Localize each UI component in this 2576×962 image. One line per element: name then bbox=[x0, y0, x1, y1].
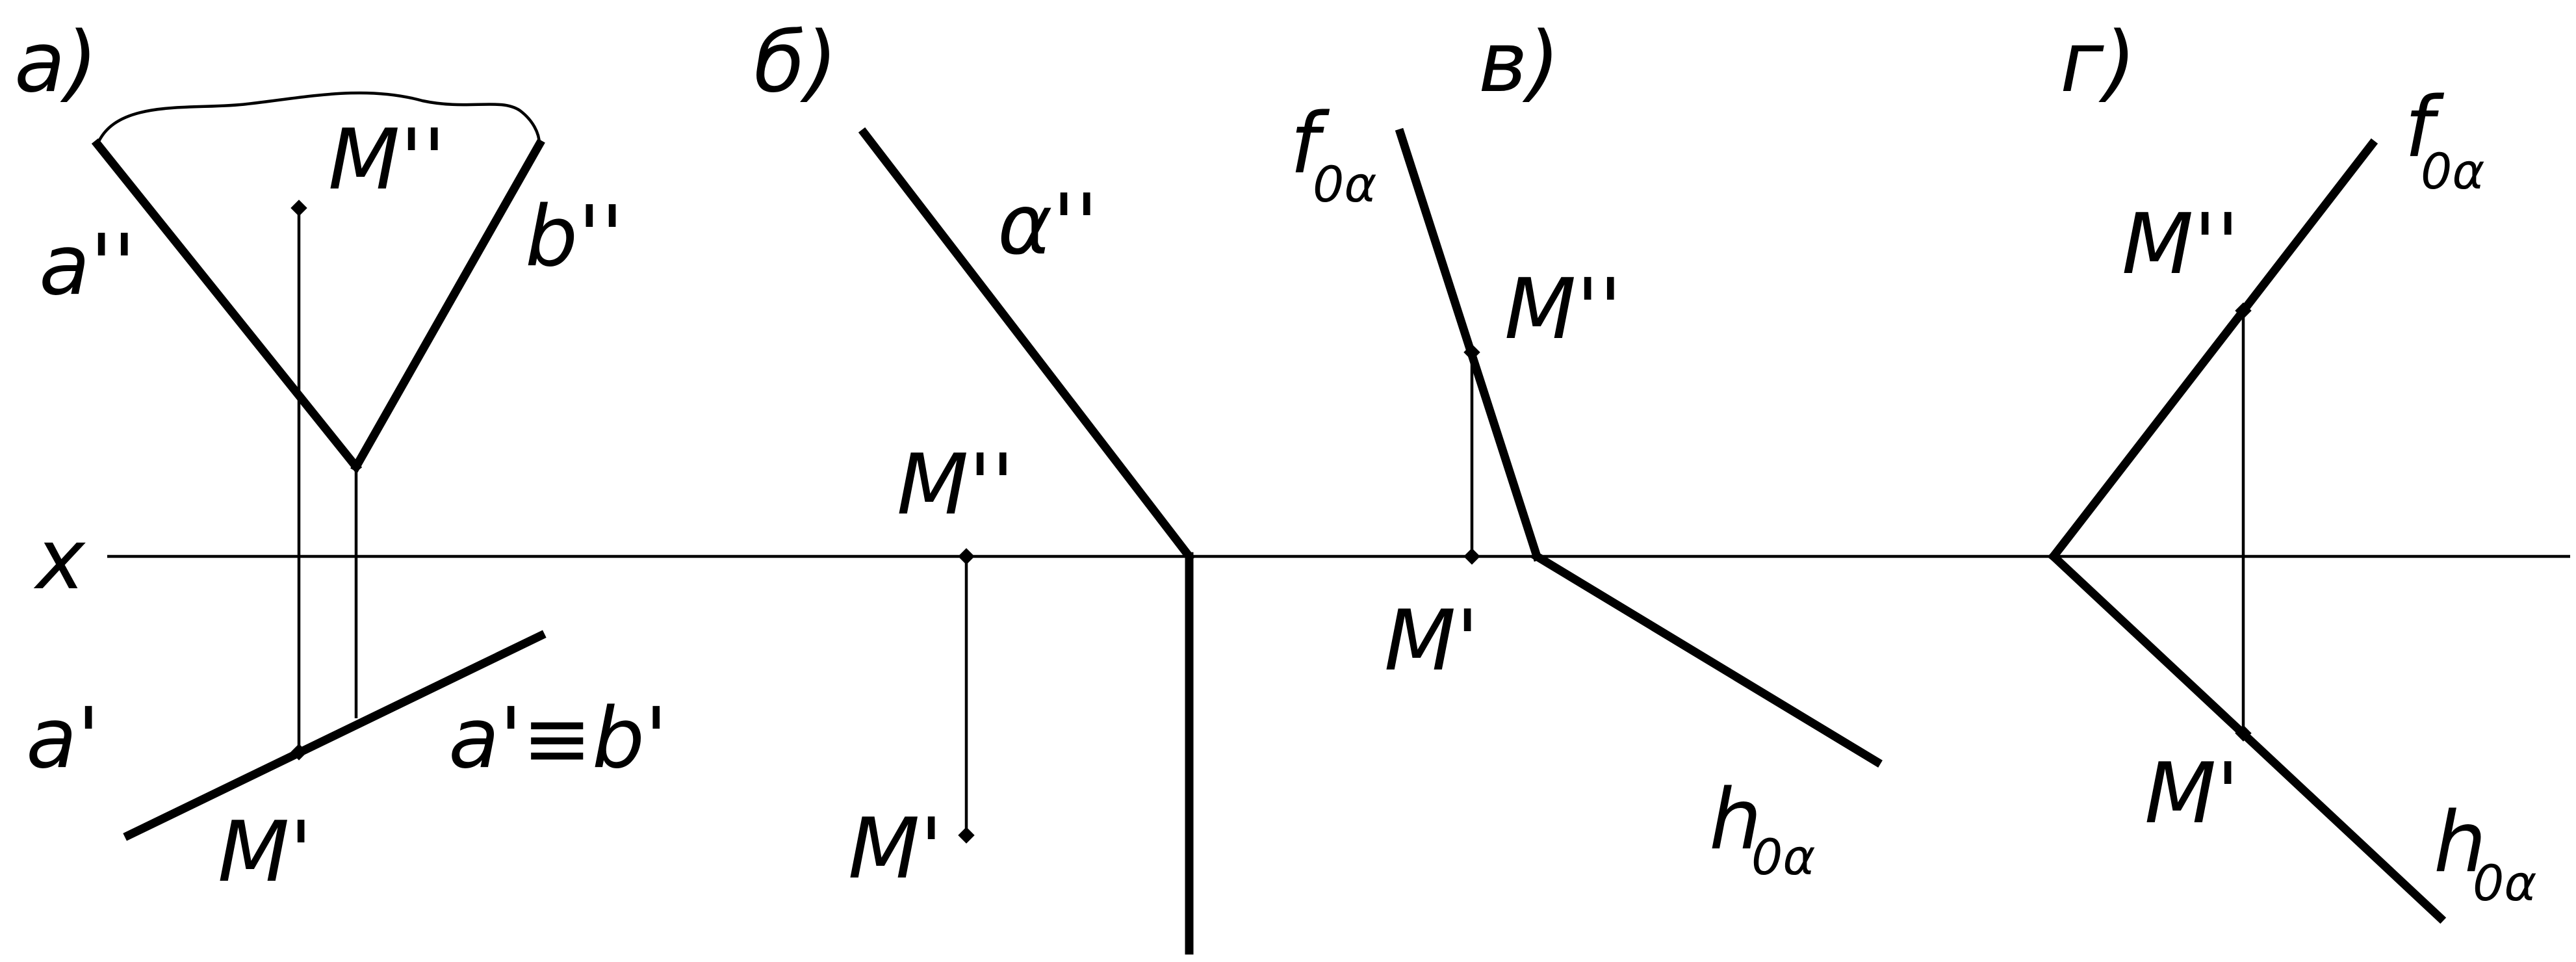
label-alpha-frontal: α'' bbox=[998, 177, 1098, 274]
label-m-frontal: M'' bbox=[1504, 261, 1622, 358]
label-m-horizontal: M' bbox=[1384, 593, 1479, 690]
trace-h-horizontal bbox=[1531, 551, 1883, 768]
label-h-sub: 0α bbox=[1751, 828, 1815, 886]
label-h-main: h bbox=[1709, 772, 1762, 868]
label-m-frontal: M'' bbox=[897, 437, 1014, 534]
panel-b-tag: б) bbox=[754, 14, 838, 111]
label-f-sub: 0α bbox=[1313, 155, 1376, 213]
label-h-sub: 0α bbox=[2473, 854, 2536, 912]
label-m-frontal: M'' bbox=[2122, 196, 2239, 293]
panel-c-tag: в) bbox=[1478, 14, 1560, 111]
panel-c: в) f 0α M'' M' h 0α bbox=[1290, 14, 1883, 886]
label-f-sub: 0α bbox=[2421, 142, 2484, 200]
label-a-frontal: a'' bbox=[39, 217, 136, 314]
label-m-horizontal: M' bbox=[848, 801, 943, 898]
label-b-frontal: b'' bbox=[525, 188, 624, 285]
label-m-horizontal: M' bbox=[218, 804, 313, 901]
panel-a-tag: а) bbox=[14, 14, 97, 111]
point-m-frontal bbox=[958, 548, 975, 565]
label-h-main: h bbox=[2434, 794, 2486, 891]
line-b-frontal bbox=[350, 138, 545, 473]
panel-a: а) a'' b'' M'' a' a'≡b' M' bbox=[14, 14, 667, 901]
panel-b: б) α'' M'' M' bbox=[754, 14, 1196, 955]
label-a-horizontal: a' bbox=[26, 690, 100, 787]
label-m-horizontal: M' bbox=[2145, 746, 2239, 842]
point-m-horizontal bbox=[1463, 548, 1480, 565]
trace-f-frontal bbox=[2047, 138, 2378, 563]
trace-f-frontal bbox=[1395, 127, 1543, 562]
line-ab-horizontal bbox=[123, 630, 547, 841]
panel-d-tag: г) bbox=[2060, 14, 2136, 111]
line-a-frontal bbox=[91, 138, 363, 473]
trace-alpha-frontal bbox=[858, 127, 1196, 563]
point-m-horizontal bbox=[958, 827, 975, 844]
label-ab-horizontal: a'≡b' bbox=[448, 690, 667, 787]
panel-d: г) f 0α M'' M' h 0α bbox=[2047, 14, 2536, 924]
x-axis-label: x bbox=[33, 512, 86, 608]
label-m-frontal: M'' bbox=[328, 112, 446, 209]
point-m-frontal bbox=[290, 200, 307, 216]
plane-wavy-contour bbox=[96, 91, 541, 145]
